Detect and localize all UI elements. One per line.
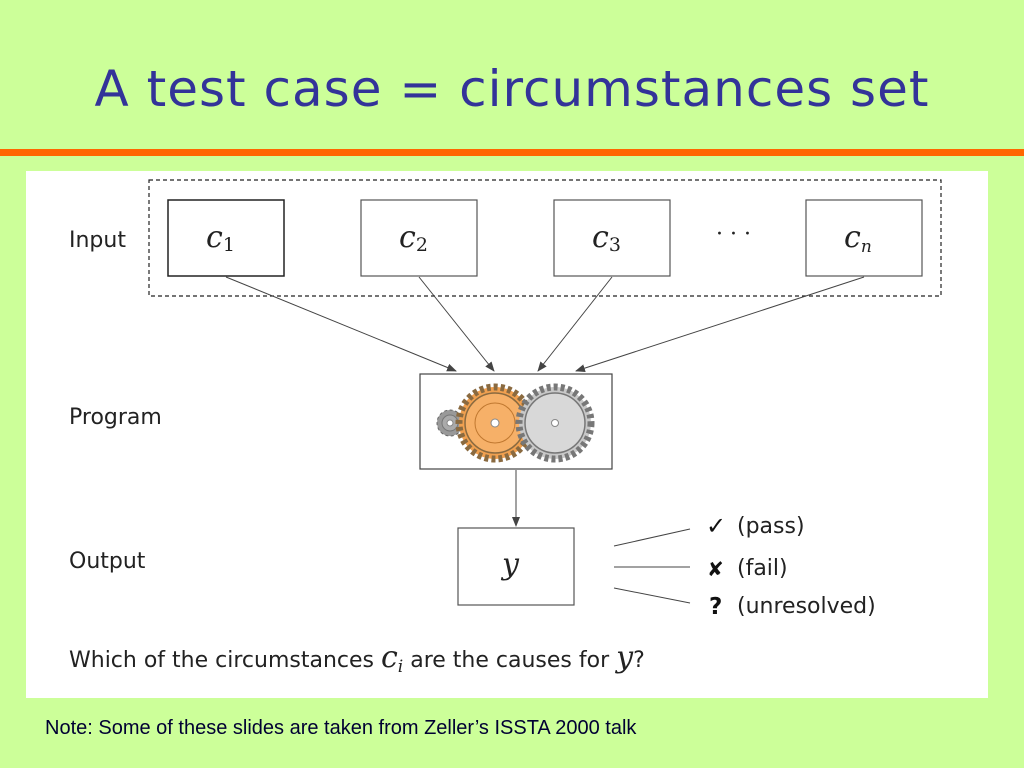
arrow-c1-to-program [225, 276, 457, 372]
cross-icon: ✘ [707, 557, 724, 581]
question-icon: ? [709, 594, 722, 620]
outcome-fail-label: (fail) [737, 556, 788, 581]
diagram-question: Which of the circumstances ci are the ca… [69, 640, 645, 677]
title-rule [0, 149, 1024, 156]
outcome-line-pass [613, 528, 691, 547]
input-box-c2 [360, 199, 478, 277]
input-box-cn [805, 199, 923, 277]
input-var-cn: cn [844, 220, 872, 257]
outcome-unresolved-label: (unresolved) [737, 594, 876, 619]
input-box-c1 [167, 199, 285, 277]
test-case-diagram: Input Program Output c1 c2 c3 cn · · · [69, 179, 942, 677]
outcome-pass-label: (pass) [737, 514, 805, 539]
output-label: Output [69, 549, 146, 574]
input-group-box [148, 179, 942, 297]
arrow-c3-to-program [537, 276, 613, 372]
output-box [457, 527, 575, 606]
input-label: Input [69, 228, 126, 253]
input-var-c3: c3 [592, 220, 621, 256]
diagram-panel: Input Program Output c1 c2 c3 cn · · · [26, 171, 988, 698]
input-box-c3 [553, 199, 671, 277]
input-ellipsis: · · · [716, 222, 751, 247]
arrow-c2-to-program [418, 276, 495, 372]
slide-title: A test case = circumstances set [94, 60, 930, 118]
input-var-c2: c2 [399, 220, 428, 256]
check-icon: ✓ [706, 512, 726, 540]
output-var: y [500, 547, 520, 582]
program-label: Program [69, 405, 162, 430]
arrow-cn-to-program [575, 276, 865, 373]
outcome-line-unresolved [613, 587, 691, 604]
input-var-c1: c1 [206, 220, 235, 256]
footer-note: Note: Some of these slides are taken fro… [45, 717, 637, 739]
gear-icon [436, 383, 595, 463]
